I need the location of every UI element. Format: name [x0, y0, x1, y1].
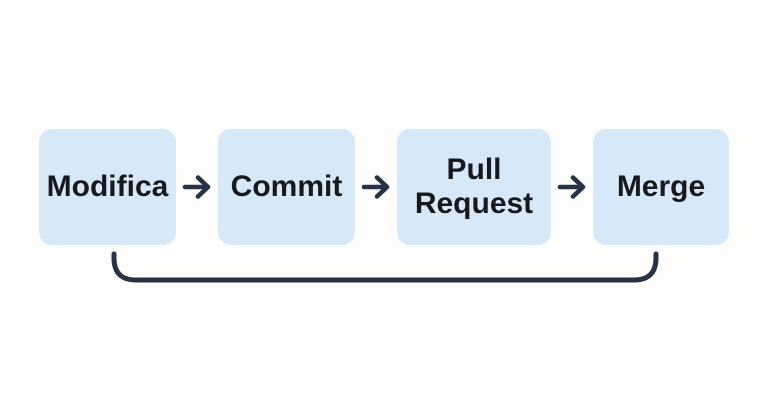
node-pull-request-label: Pull Request — [414, 153, 534, 220]
arrow-right-icon — [557, 175, 586, 199]
arrow-right-icon — [182, 175, 211, 199]
node-commit-label: Commit — [230, 170, 343, 204]
node-merge: Merge — [593, 129, 729, 245]
node-modifica-label: Modifica — [46, 170, 169, 204]
flow-row: Modifica Commit Pull Request Merge — [0, 129, 768, 245]
arrow-right-icon — [361, 175, 390, 199]
node-modifica: Modifica — [39, 129, 176, 245]
node-pull-request: Pull Request — [397, 129, 551, 245]
node-merge-label: Merge — [616, 170, 706, 204]
node-commit: Commit — [218, 129, 355, 245]
